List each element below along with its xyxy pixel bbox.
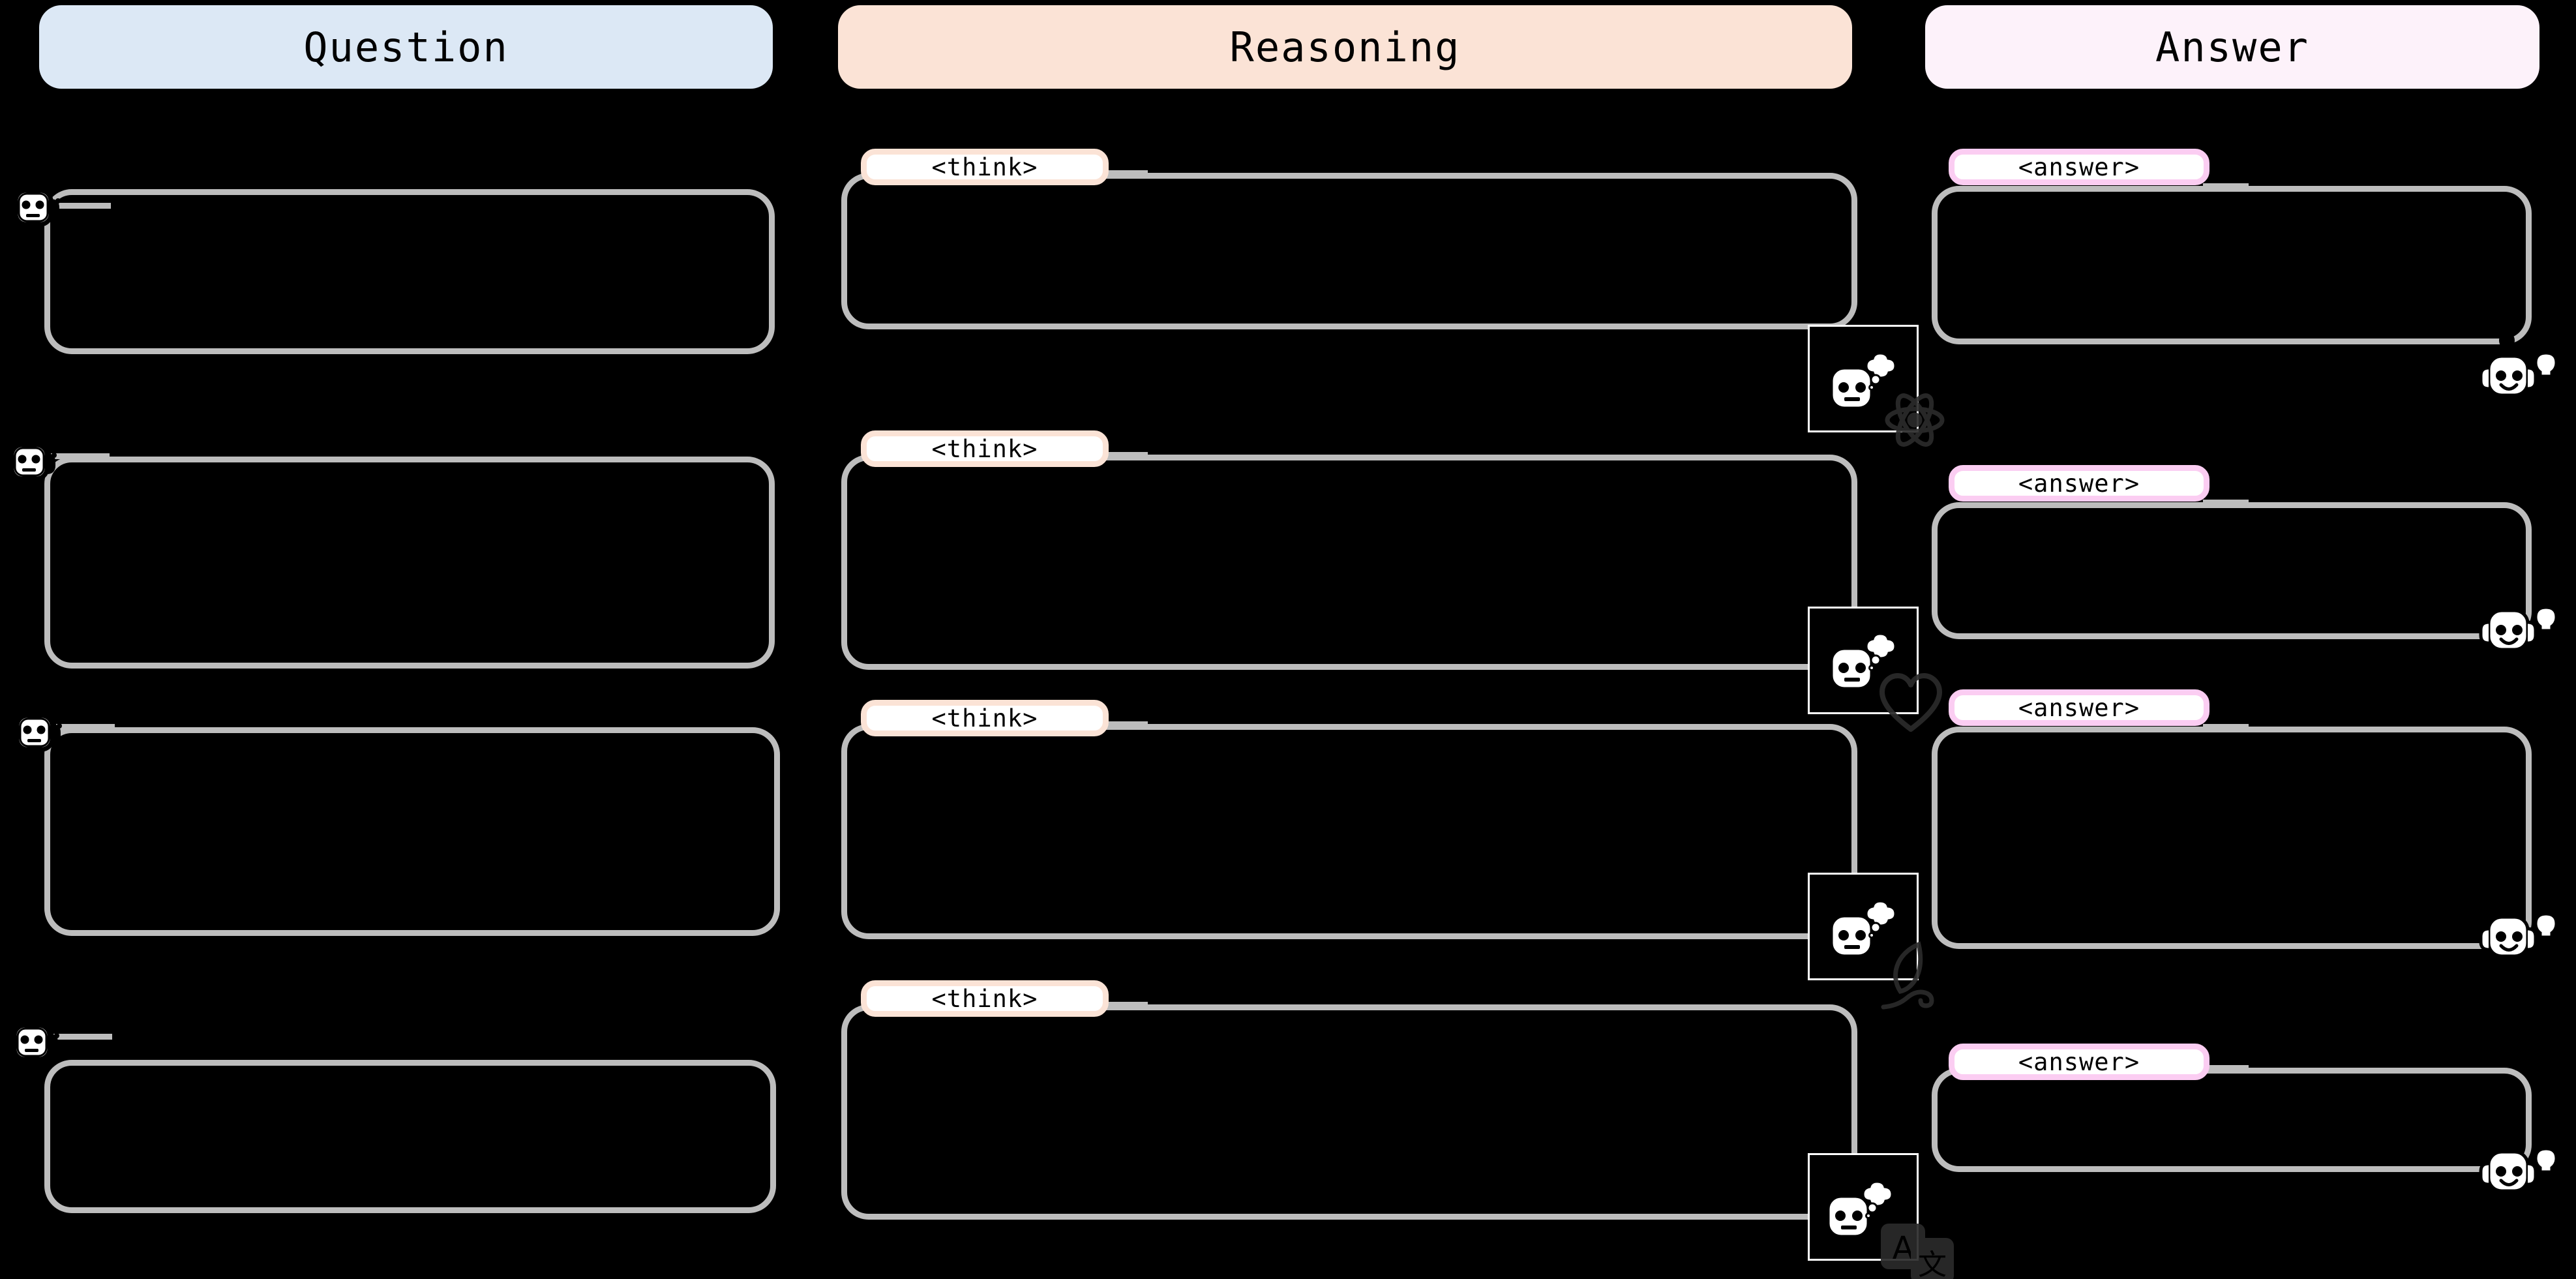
robot-happy-icon (2478, 1121, 2563, 1212)
question-connector-stub (51, 453, 110, 459)
leaf-icon (1878, 939, 1943, 1011)
column-header-reasoning-label: Reasoning (1229, 23, 1461, 71)
answer-bubble (1932, 727, 2532, 949)
column-header-reasoning: Reasoning (838, 5, 1852, 89)
robot-thinking-icon (1820, 613, 1911, 711)
think-tag-connector-stub (1102, 721, 1148, 727)
thought-bubble-icon (1865, 900, 1896, 939)
answer-tag-connector-stub (2203, 183, 2249, 189)
think-tag-connector-stub (1102, 170, 1148, 176)
think-tag-pill: <think> (861, 980, 1109, 1017)
robot-question-icon (4, 998, 76, 1070)
answer-bubble (1932, 502, 2532, 639)
think-tag-pill: <think> (861, 700, 1109, 736)
answer-tag-pill: <answer> (1949, 689, 2209, 726)
reasoning-bubble (841, 724, 1857, 939)
reasoning-bubble (841, 455, 1857, 670)
robot-thinking-icon (1820, 333, 1911, 430)
think-tag-label: <think> (931, 704, 1038, 732)
question-bubble (44, 1060, 776, 1213)
svg-text:文: 文 (1918, 1248, 1947, 1279)
thought-bubble-icon (1865, 633, 1896, 671)
atom-icon (1883, 389, 1946, 451)
question-connector-stub (53, 1034, 112, 1040)
column-header-question-label: Question (303, 23, 509, 71)
robot-question-icon (5, 163, 77, 235)
lightbulb-icon (2532, 905, 2560, 944)
robot-happy-icon (2478, 325, 2563, 416)
think-tag-label: <think> (931, 984, 1038, 1013)
think-tag-pill: <think> (861, 430, 1109, 467)
think-tag-connector-stub (1102, 452, 1148, 458)
lightbulb-icon (2532, 599, 2560, 637)
reasoning-bubble (841, 173, 1857, 329)
svg-text:A: A (1893, 1230, 1914, 1267)
answer-tag-label: <answer> (2018, 1047, 2140, 1076)
robot-happy-icon (2478, 886, 2563, 977)
robot-happy-icon (2478, 579, 2563, 670)
robot-question-icon (1, 417, 73, 489)
reasoning-bubble (841, 1004, 1857, 1220)
question-bubble (44, 457, 775, 669)
lightbulb-icon (2532, 344, 2560, 383)
answer-tag-label: <answer> (2018, 693, 2140, 722)
answer-bubble (1932, 1068, 2532, 1172)
answer-tag-connector-stub (2203, 724, 2249, 730)
robot-thinking-icon (1820, 880, 1911, 978)
answer-tag-label: <answer> (2018, 153, 2140, 181)
answer-tag-pill: <answer> (1949, 465, 2209, 502)
answer-tag-connector-stub (2203, 500, 2249, 505)
think-tag-pill: <think> (861, 149, 1109, 185)
answer-tag-label: <answer> (2018, 469, 2140, 498)
think-tag-label: <think> (931, 434, 1038, 463)
robot-thinking-icon (1816, 1161, 1908, 1259)
answer-tag-pill: <answer> (1949, 149, 2209, 185)
column-header-answer: Answer (1925, 5, 2539, 89)
heart-icon (1878, 672, 1943, 734)
answer-tag-pill: <answer> (1949, 1044, 2209, 1080)
question-connector-stub (52, 203, 111, 209)
question-connector-stub (56, 724, 115, 730)
answer-tag-connector-stub (2203, 1065, 2249, 1071)
answer-bubble (1932, 186, 2532, 344)
question-bubble (44, 727, 780, 936)
think-tag-connector-stub (1102, 1002, 1148, 1008)
thought-bubble-icon (1862, 1181, 1893, 1219)
column-header-question: Question (39, 5, 773, 89)
lightbulb-icon (2532, 1140, 2560, 1179)
thought-bubble-icon (1865, 352, 1896, 391)
question-bubble (44, 189, 775, 354)
translate-icon: A 文 (1878, 1221, 1956, 1279)
column-header-answer-label: Answer (2155, 23, 2309, 71)
think-tag-label: <think> (931, 153, 1038, 181)
robot-question-icon (7, 688, 78, 760)
